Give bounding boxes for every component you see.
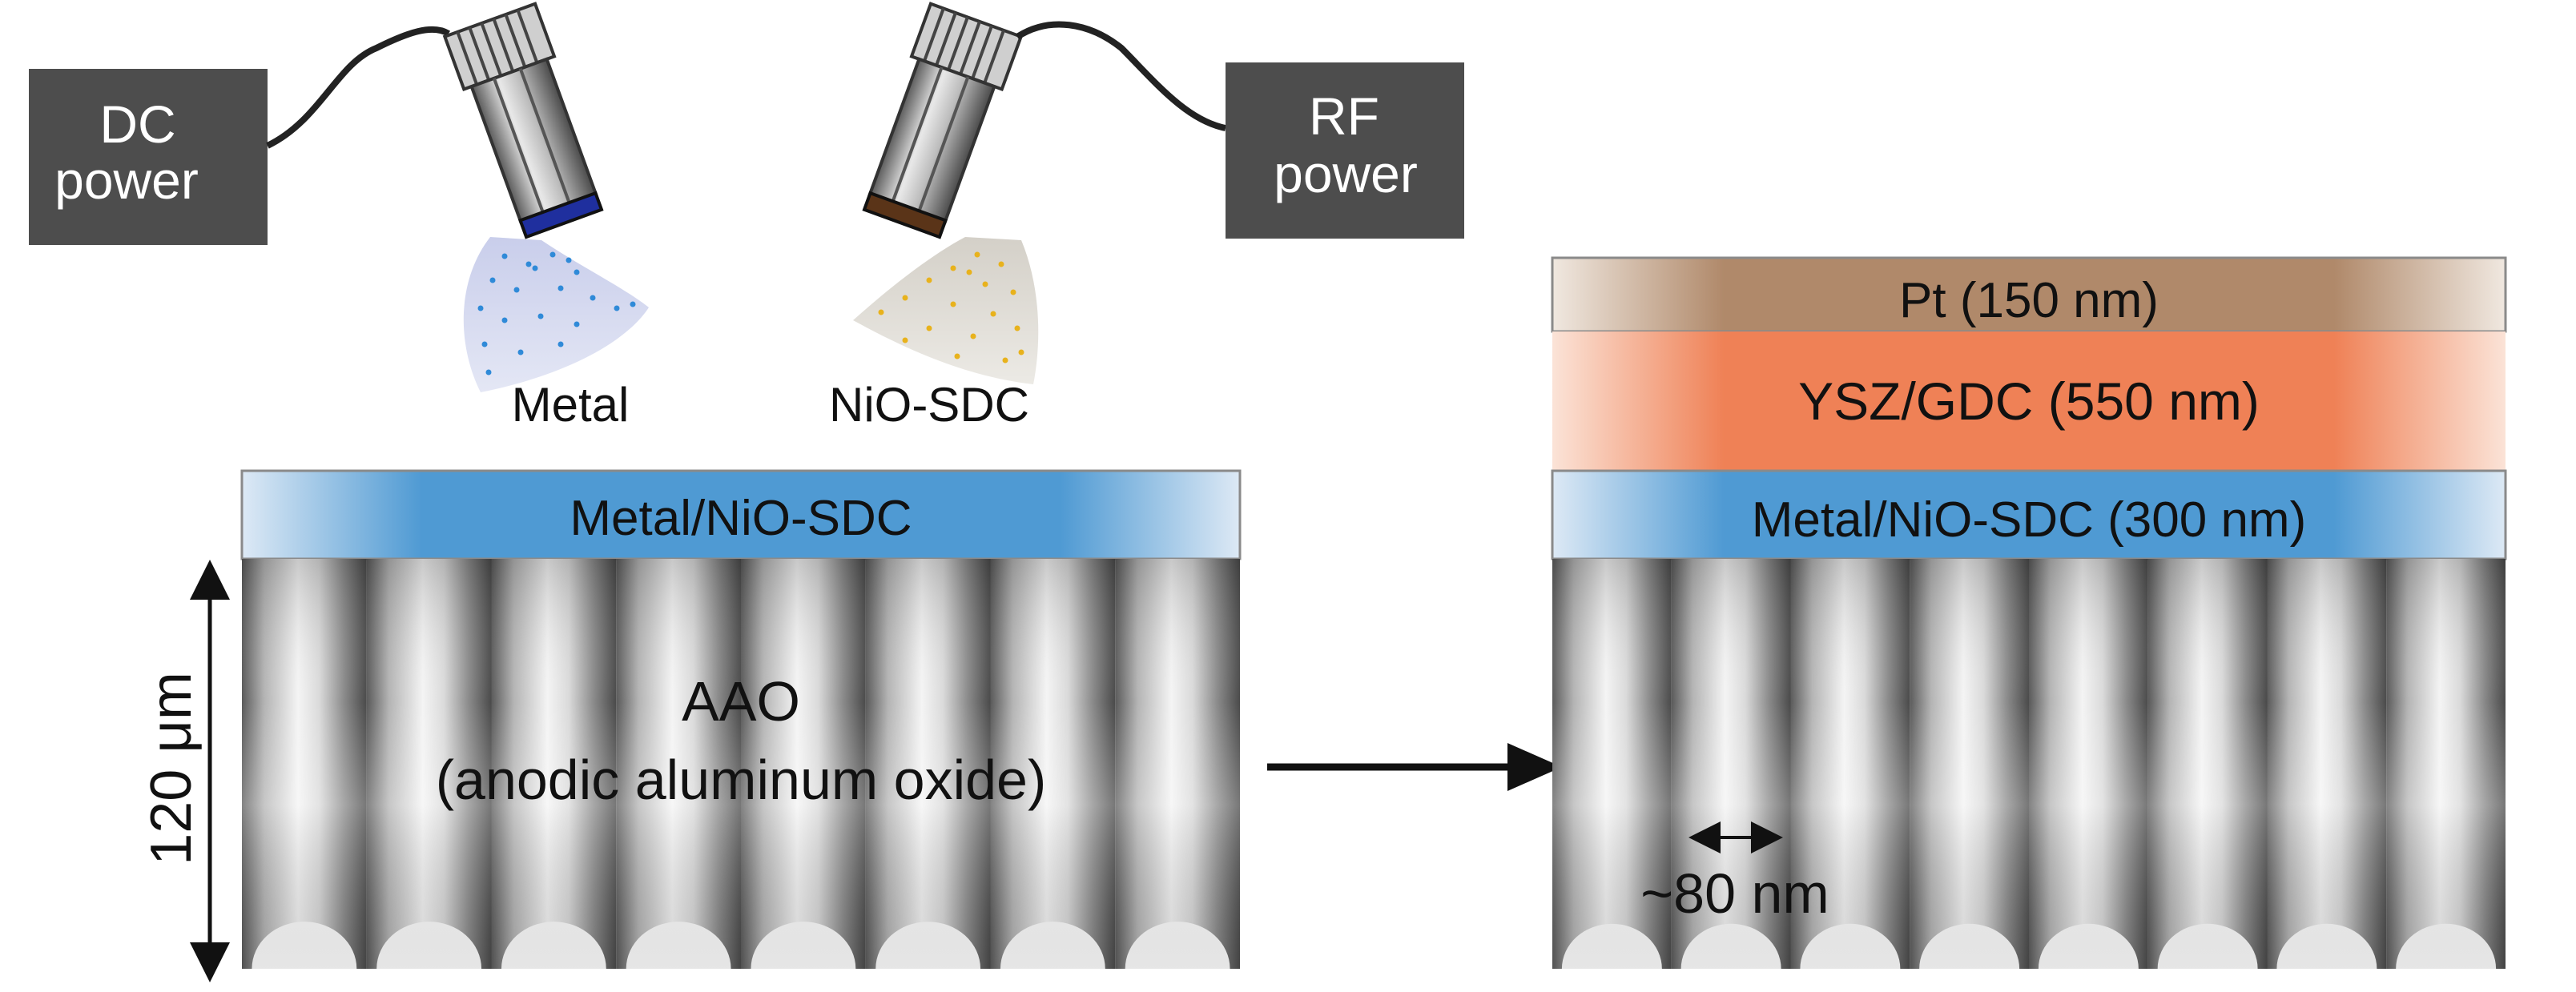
dc-power-line2: power [54,151,199,210]
thickness-label: 120 μm [139,672,203,865]
nio-plume [853,237,1039,384]
nio-sputter-gun [862,2,1024,239]
dc-power-line1: DC [99,94,175,154]
right-substrate: Pt (150 nm) YSZ/GDC (550 nm) Metal/NiO-S… [1551,256,2507,969]
metal-plume [463,237,649,392]
aao-full-name: (anodic aluminum oxide) [436,749,1047,811]
aao-shading [1552,559,2506,969]
dc-cable [266,26,451,149]
rf-power-line1: RF [1309,86,1379,146]
rf-power-box: RF power [1226,62,1464,239]
right-metal-layer-label: Metal/NiO-SDC (300 nm) [1752,492,2306,548]
electrolyte-layer [1552,331,2506,471]
electrolyte-layer-label: YSZ/GDC (550 nm) [1798,371,2260,431]
process-arrow-head [1507,743,1562,791]
right-metal-layer [1551,469,2507,560]
left-substrate: Metal/NiO-SDC AAO (anodic aluminum oxide… [240,469,1242,969]
metal-particles [477,251,636,376]
nio-particles [878,251,1024,363]
aao-label: AAO [682,670,800,733]
aao-shading [242,559,1240,969]
metal-sputter-gun [442,2,604,239]
rf-cable [1015,21,1226,131]
pt-layer-label: Pt (150 nm) [1899,273,2159,328]
right-aao-pores [1552,559,2506,969]
left-aao-pores [242,559,1240,969]
metal-target-label: Metal [512,378,630,432]
left-metal-layer [240,469,1242,560]
left-metal-layer-label: Metal/NiO-SDC [570,491,912,546]
rf-power-line2: power [1274,144,1418,203]
pore-size-label: ~80 nm [1640,862,1829,925]
nio-target-label: NiO-SDC [829,378,1029,432]
dc-power-box: DC power [29,69,268,245]
